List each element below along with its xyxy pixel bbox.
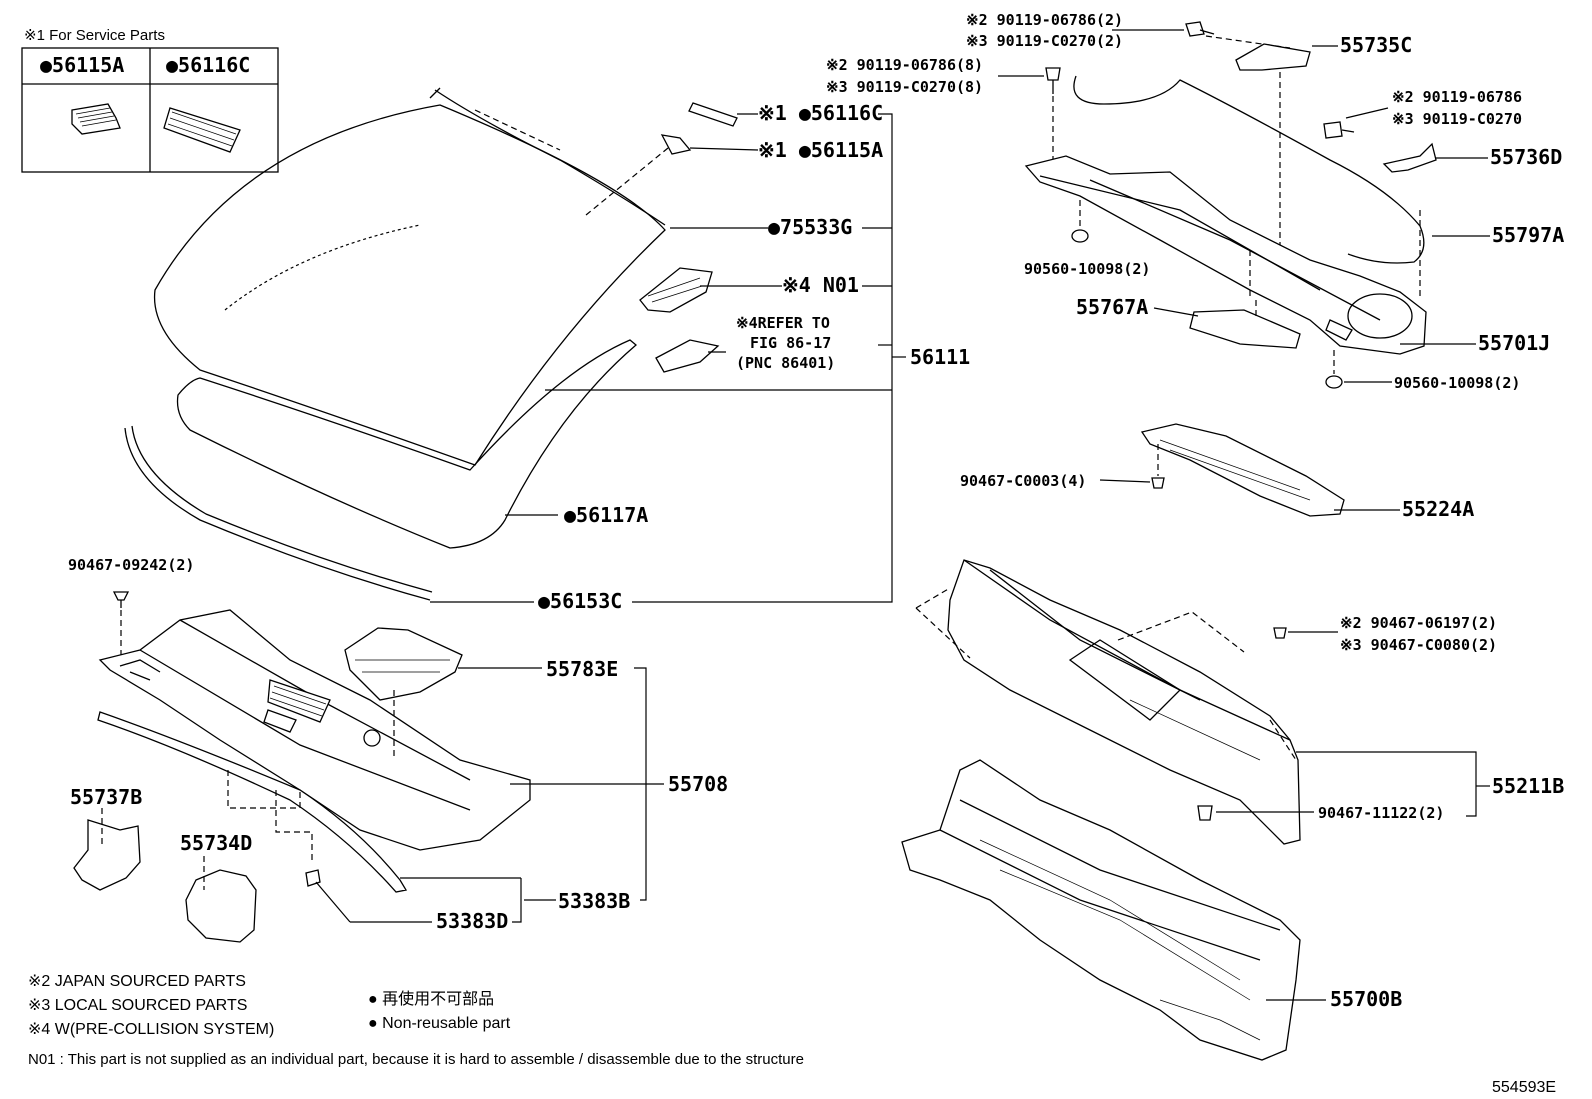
- label-55797a: 55797A: [1492, 223, 1564, 247]
- label-refer-to: ※4REFER TO: [736, 314, 830, 332]
- windshield-molding: [176, 339, 638, 549]
- label-bolt3-local: ※3 90119-C0270: [1392, 110, 1522, 128]
- service-col1-label: ●56115A: [40, 53, 124, 77]
- clip-90467-06197: [1273, 627, 1338, 639]
- label-bolt1-japan: ※2 90119-06786(2): [966, 11, 1123, 29]
- bracket-56115a-part: [660, 134, 692, 155]
- clip-90467-c0003: [1099, 444, 1165, 489]
- label-90560-a: 90560-10098(2): [1024, 260, 1150, 278]
- bracket-55735c: [1235, 43, 1338, 300]
- label-clip1-japan: ※2 90467-06197(2): [1340, 614, 1497, 632]
- leaders-dash-panel: [1197, 751, 1490, 821]
- plate-55734d: [185, 856, 257, 943]
- label-55701j: 55701J: [1478, 331, 1550, 355]
- bolt-8x: [998, 67, 1061, 170]
- label-clip1-local: ※3 90467-C0080(2): [1340, 636, 1497, 654]
- leaders-cowl-top: [227, 667, 664, 923]
- cowl-panel-55701j: [1024, 155, 1427, 355]
- cowl-side-panel-55783e: [344, 627, 463, 701]
- bracket-55736d: [1382, 142, 1488, 173]
- label-bolt3-japan: ※2 90119-06786: [1392, 88, 1522, 106]
- note-japan-sourced: ※2 JAPAN SOURCED PARTS: [28, 973, 246, 990]
- dash-panel-dashed-outline: [915, 587, 1297, 761]
- label-55734d: 55734D: [180, 831, 252, 855]
- label-56116c: ※1 ●56116C: [758, 101, 883, 125]
- label-bolt2-local: ※3 90119-C0270(8): [826, 78, 983, 96]
- plate-55737b: [73, 808, 141, 891]
- washer-90560-b: [1325, 350, 1392, 389]
- figure-number: 554593E: [1492, 1079, 1556, 1096]
- service-col2-label: ●56116C: [166, 53, 250, 77]
- cowl-top-ventilator-louver: [98, 609, 531, 851]
- label-55224a: 55224A: [1402, 497, 1474, 521]
- label-n01: ※4 N01: [782, 273, 859, 297]
- label-55211b: 55211B: [1492, 774, 1564, 798]
- weatherstrip-56153c: [124, 425, 433, 601]
- sensor-bracket-part: [655, 339, 720, 373]
- label-56117a: ●56117A: [564, 503, 648, 527]
- label-56111: 56111: [910, 345, 970, 369]
- legend-non-reusable-en: ● Non-reusable part: [368, 1015, 511, 1032]
- label-90467-09242: 90467-09242(2): [68, 556, 194, 574]
- note-n01: N01 : This part is not supplied as an in…: [28, 1051, 804, 1068]
- bracket-56115a-image: [71, 103, 121, 135]
- label-55767a: 55767A: [1076, 295, 1148, 319]
- label-55708: 55708: [668, 772, 728, 796]
- service-box-title: ※1 For Service Parts: [24, 27, 165, 44]
- label-55737b: 55737B: [70, 785, 142, 809]
- label-75533g: ●75533G: [768, 215, 852, 239]
- label-90467-c0003: 90467-C0003(4): [960, 472, 1086, 490]
- label-55783e: 55783E: [546, 657, 618, 681]
- legend-non-reusable-jp: ● 再使用不可部品: [368, 990, 494, 1008]
- service-parts-box: ※1 For Service Parts ●56115A ●56116C: [21, 27, 279, 173]
- label-55736d: 55736D: [1490, 145, 1562, 169]
- dash-panel-55211b: [947, 559, 1301, 845]
- cowl-body-55700b: [901, 759, 1326, 1061]
- bolt-single: [1323, 107, 1389, 139]
- note-local-sourced: ※3 LOCAL SOURCED PARTS: [28, 997, 247, 1014]
- windshield-glass: [153, 87, 666, 466]
- label-bolt1-local: ※3 90119-C0270(2): [966, 32, 1123, 50]
- seal-55767a: [1153, 300, 1301, 349]
- label-55735c: 55735C: [1340, 33, 1412, 57]
- seal-53383b: [97, 711, 408, 893]
- clip-90467-09242: [112, 591, 130, 660]
- label-56153c: ●56153C: [538, 589, 622, 613]
- leaders-windshield: [430, 109, 906, 603]
- pad-56116c-part: [688, 102, 738, 127]
- pad-56116c-image: [163, 107, 241, 153]
- label-pnc-86401: (PNC 86401): [736, 354, 835, 372]
- washer-90560-a: [1071, 200, 1089, 243]
- label-90467-11122: 90467-11122(2): [1318, 804, 1444, 822]
- label-53383b: 53383B: [558, 889, 630, 913]
- bracket-n01-part: [639, 267, 713, 313]
- label-90560-b: 90560-10098(2): [1394, 374, 1520, 392]
- insulator-55224a: [1140, 423, 1400, 517]
- label-55700b: 55700B: [1330, 987, 1402, 1011]
- note-pre-collision: ※4 W(PRE-COLLISION SYSTEM): [28, 1021, 274, 1038]
- label-fig-86-17: FIG 86-17: [750, 334, 831, 352]
- hose-55797a: [1073, 75, 1490, 264]
- label-53383d: 53383D: [436, 909, 508, 933]
- label-56115a: ※1 ●56115A: [758, 138, 883, 162]
- label-bolt2-japan: ※2 90119-06786(8): [826, 56, 983, 74]
- bolt-top: [1112, 21, 1291, 49]
